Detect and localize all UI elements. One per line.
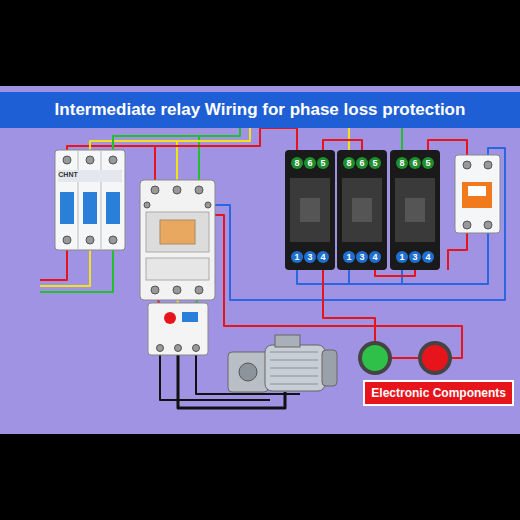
title-band: Intermediate relay Wiring for phase loss… <box>0 92 520 128</box>
terminal-number: 3 <box>409 252 421 262</box>
terminal-number: 6 <box>304 158 316 168</box>
terminal-number: 4 <box>422 252 434 262</box>
terminal-number: 3 <box>304 252 316 262</box>
terminal-number: 5 <box>317 158 329 168</box>
terminal-number: 3 <box>356 252 368 262</box>
terminal-number: 8 <box>291 158 303 168</box>
brand-box: Electronic Components <box>363 380 514 406</box>
terminal-number: 6 <box>409 158 421 168</box>
terminal-number: 5 <box>369 158 381 168</box>
terminal-number: 1 <box>396 252 408 262</box>
terminal-number: 1 <box>343 252 355 262</box>
terminal-number: 4 <box>317 252 329 262</box>
terminal-number: 8 <box>343 158 355 168</box>
terminal-number: 1 <box>291 252 303 262</box>
brand-text: Electronic Components <box>371 386 506 400</box>
terminal-number: 4 <box>369 252 381 262</box>
brand-mark: CHNT <box>58 171 78 179</box>
terminal-number: 8 <box>396 158 408 168</box>
terminal-number: 6 <box>356 158 368 168</box>
terminal-number: 5 <box>422 158 434 168</box>
title-text: Intermediate relay Wiring for phase loss… <box>55 100 466 120</box>
